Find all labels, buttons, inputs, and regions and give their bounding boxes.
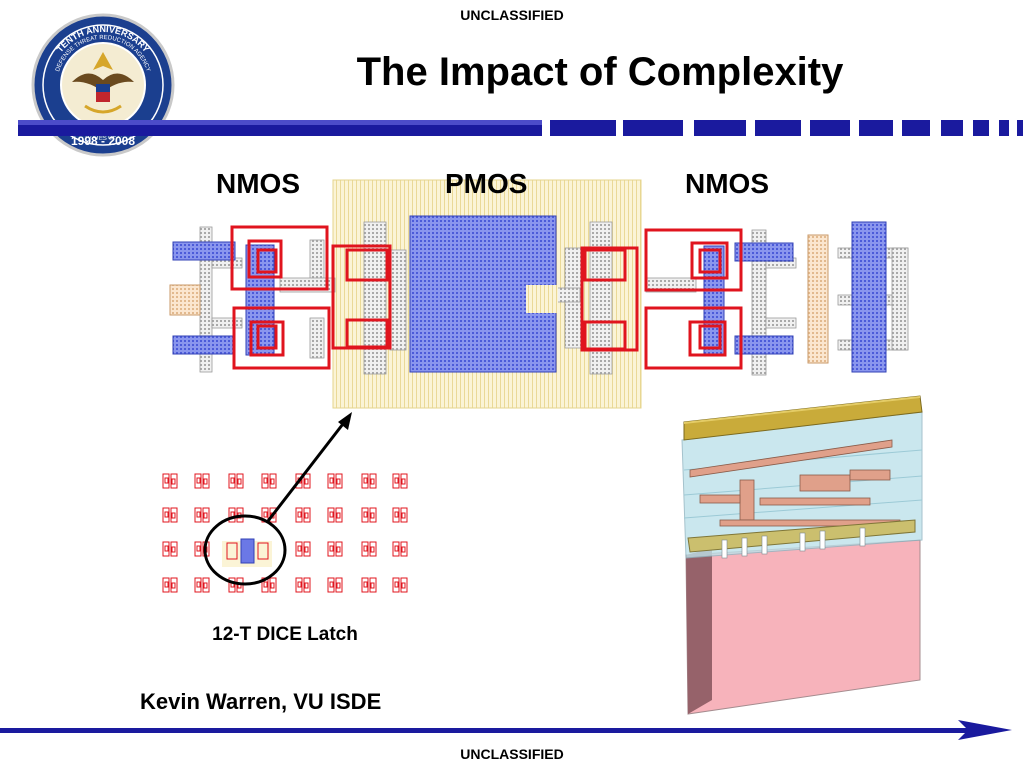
header-rule [18, 120, 1023, 136]
zoom-arrow [266, 412, 352, 522]
latch-highlight-circle [203, 514, 287, 586]
latch-cell [194, 577, 210, 593]
label-pmos: PMOS [445, 168, 528, 199]
slide-title: The Impact of Complexity [356, 50, 844, 94]
latch-array-cells [162, 473, 408, 593]
latch-cell [162, 577, 178, 593]
latch-cell [194, 507, 210, 523]
footer-rule [0, 720, 1012, 740]
author-credit: Kevin Warren, VU ISDE [140, 689, 382, 714]
latch-cell [162, 473, 178, 489]
latch-cell [392, 541, 408, 557]
latch-cell [261, 473, 277, 489]
seal-years: 1998 - 2008 [71, 134, 135, 148]
latch-cell [228, 473, 244, 489]
latch-cell [327, 507, 343, 523]
latch-cell [162, 507, 178, 523]
latch-cell [361, 541, 377, 557]
latch-cell [327, 577, 343, 593]
latch-cell [295, 577, 311, 593]
label-nmos-right: NMOS [685, 168, 769, 199]
latch-cell [361, 507, 377, 523]
dice-layout-diagram [169, 179, 909, 409]
latch-cell [361, 473, 377, 489]
classification-top: UNCLASSIFIED [460, 7, 564, 23]
latch-cell [327, 541, 343, 557]
classification-bottom: UNCLASSIFIED [460, 746, 564, 762]
latch-cell [162, 541, 178, 557]
highlighted-latch [222, 538, 272, 567]
latch-caption: 12-T DICE Latch [212, 624, 358, 645]
latch-cell [327, 473, 343, 489]
3d-device-stack [681, 395, 923, 715]
latch-cell [361, 577, 377, 593]
latch-cell [392, 507, 408, 523]
latch-cell [194, 473, 210, 489]
latch-cell [392, 577, 408, 593]
latch-cell [392, 473, 408, 489]
label-nmos-left: NMOS [216, 168, 300, 199]
latch-cell [295, 507, 311, 523]
latch-cell [295, 541, 311, 557]
